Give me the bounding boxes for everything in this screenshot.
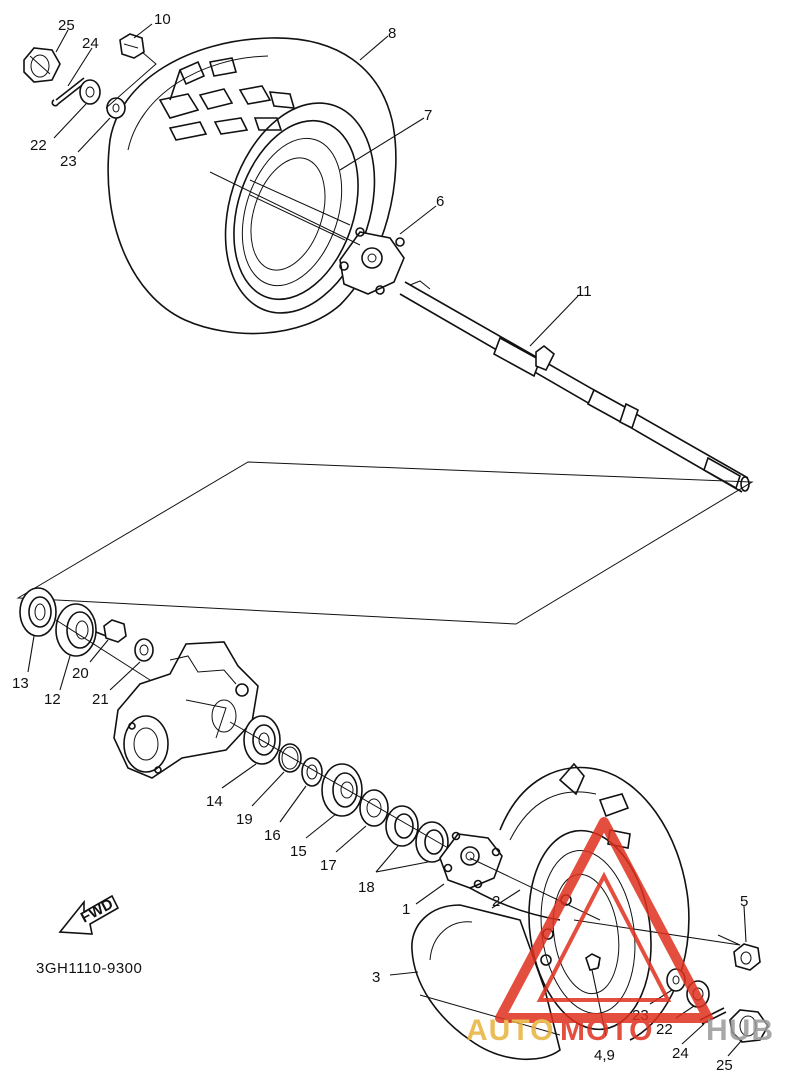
callout-18: 18 [358,879,375,896]
callout-24b: 24 [672,1045,689,1062]
callout-14: 14 [206,793,223,810]
callout-12: 12 [44,691,61,708]
bearing-part-15 [321,763,363,817]
tire-part-8 [107,37,397,335]
wheel-hub-part-6 [339,227,405,295]
oil-seal-part-13 [19,587,57,637]
callout-3: 3 [372,969,380,986]
nut-part-5 [733,943,761,971]
callout-5: 5 [740,893,748,910]
callout-22: 22 [30,137,47,154]
callout-6: 6 [436,193,444,210]
callout-2: 2 [492,893,500,910]
watermark-auto: AUTO [466,1014,554,1047]
cap-nut-part-25b [729,1009,769,1043]
collar-part-16 [301,757,323,787]
callout-10: 10 [154,11,171,28]
callout-25b: 25 [716,1057,733,1074]
fwd-arrow: FWD [58,894,120,935]
cap-nut-part-25 [23,47,61,83]
diagram-code: 3GH1110-9300 [36,960,142,977]
callout-labels: 25 24 10 8 22 23 7 6 11 13 12 20 21 14 1… [12,11,748,1074]
callout-19: 19 [236,811,253,828]
nut-part-22 [79,79,101,105]
circlip-part-19 [278,743,302,773]
upper-wheel-assembly [23,33,405,335]
fwd-label: FWD [78,895,116,926]
axle-part-11 [399,280,750,493]
callout-8: 8 [388,25,396,42]
callout-22b: 22 [656,1021,673,1038]
callout-16: 16 [264,827,281,844]
callout-15: 15 [290,843,307,860]
bearing-part-12 [55,603,97,657]
callout-25: 25 [58,17,75,34]
callout-20: 20 [72,665,89,682]
washer-part-23 [106,97,126,119]
assembly-link-line [16,461,754,625]
bolt-part-20 [95,619,127,643]
spacer-part-17 [359,789,389,827]
callout-24: 24 [82,35,99,52]
callout-4-9: 4,9 [594,1047,615,1064]
bearing-part-18 [385,805,449,863]
tire-part-3 [411,904,561,1061]
lower-wheel-assembly [411,762,769,1061]
watermark-hub: HUB [706,1014,774,1047]
watermark-logo: AUTO MOTO HUB [466,817,774,1047]
wheel-rim-part-7 [224,102,376,314]
bearing-housing [113,641,259,779]
leader-lines [27,23,747,1057]
nut-part-10 [119,33,145,59]
callout-13: 13 [12,675,29,692]
stud-part-4-9 [585,953,601,971]
washer-part-21 [134,638,154,662]
callout-7: 7 [424,107,432,124]
callout-17: 17 [320,857,337,874]
callout-21: 21 [92,691,109,708]
callout-23: 23 [60,153,77,170]
wheel-hub-part-1 [439,831,503,889]
callout-1: 1 [402,901,410,918]
callout-11: 11 [576,283,592,300]
watermark-moto: MOTO [560,1014,653,1047]
